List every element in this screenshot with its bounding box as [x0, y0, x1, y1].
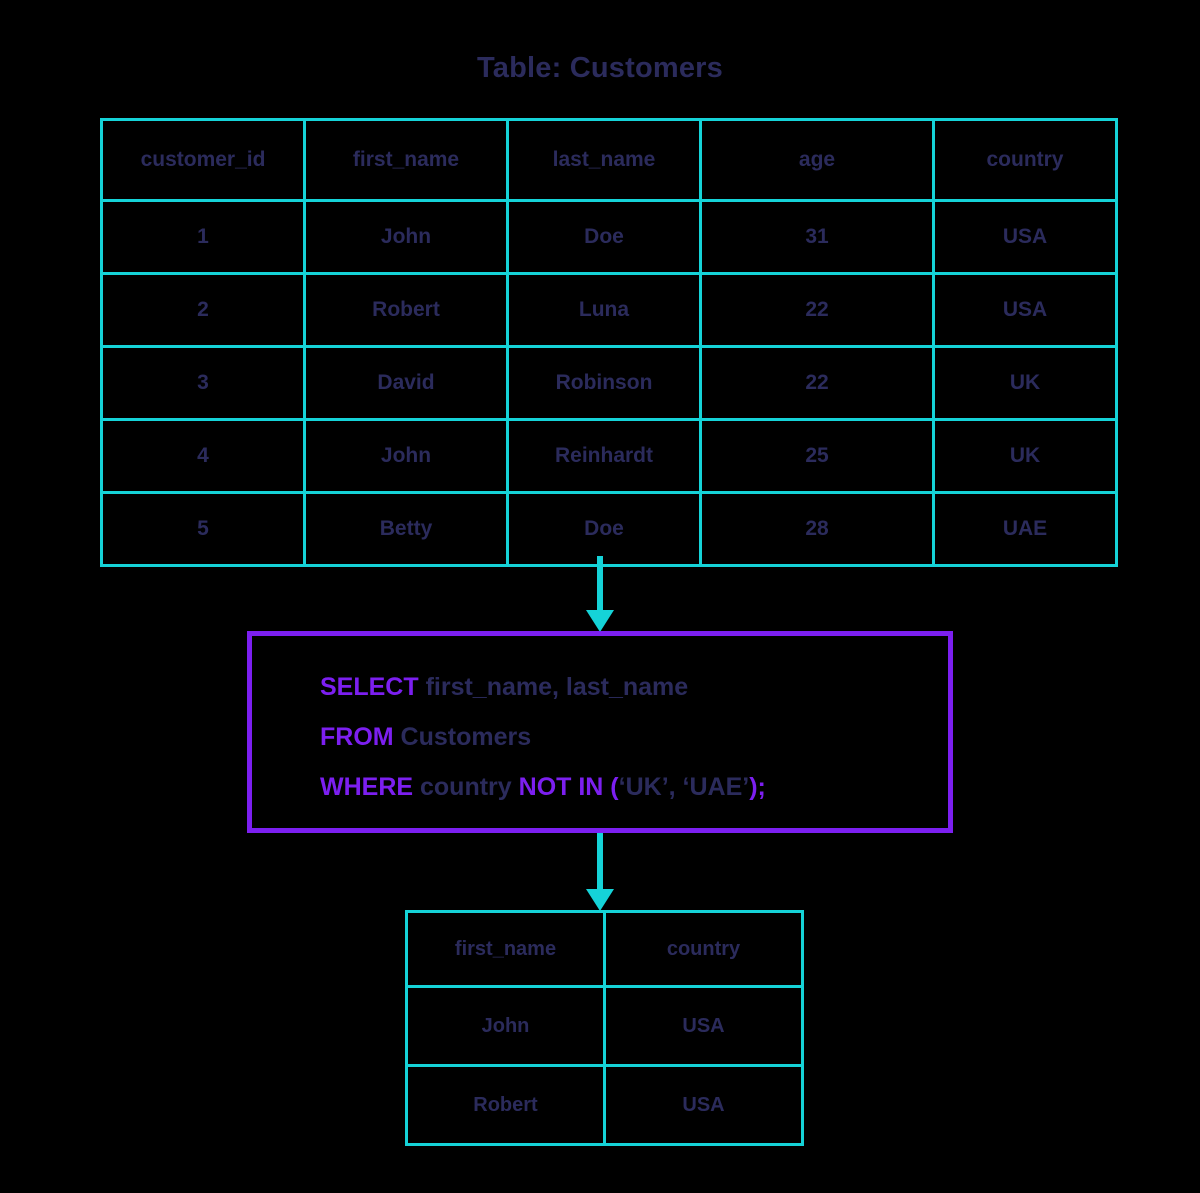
table-row: 4 John Reinhardt 25 UK: [100, 418, 1118, 494]
sql-where-column: country: [413, 773, 519, 801]
cell-first-name: David: [303, 345, 509, 421]
cell-age: 31: [699, 199, 935, 275]
arrow-shaft: [597, 833, 603, 891]
customers-table: customer_id first_name last_name age cou…: [100, 118, 1118, 567]
table-row: 1 John Doe 31 USA: [100, 199, 1118, 275]
column-header-customer-id: customer_id: [100, 118, 306, 202]
arrow-head: [586, 610, 614, 632]
cell-last-name: Reinhardt: [506, 418, 702, 494]
cell-country: USA: [932, 199, 1118, 275]
cell-last-name: Doe: [506, 199, 702, 275]
cell-age: 22: [699, 272, 935, 348]
column-header-last-name: last_name: [506, 118, 702, 202]
result-row: John USA: [405, 985, 804, 1067]
cell-customer-id: 4: [100, 418, 306, 494]
arrow-shaft: [597, 556, 603, 612]
sql-line-from: FROM Customers: [320, 712, 766, 762]
cell-customer-id: 3: [100, 345, 306, 421]
sql-operator-not-in: NOT IN (: [518, 773, 619, 801]
page-title: Table: Customers: [477, 52, 723, 84]
table-header-row: customer_id first_name last_name age cou…: [100, 118, 1118, 202]
result-column-header-first-name: first_name: [405, 910, 606, 988]
result-cell-first-name: John: [405, 985, 606, 1067]
cell-country: UAE: [932, 491, 1118, 567]
table-row: 3 David Robinson 22 UK: [100, 345, 1118, 421]
sql-line-where: WHERE country NOT IN (‘UK’, ‘UAE’);: [320, 762, 766, 812]
cell-customer-id: 1: [100, 199, 306, 275]
sql-line-select: SELECT first_name, last_name: [320, 662, 766, 712]
sql-query-box: SELECT first_name, last_name FROM Custom…: [247, 631, 953, 833]
cell-customer-id: 2: [100, 272, 306, 348]
arrow-head: [586, 889, 614, 911]
result-table: first_name country John USA Robert USA: [405, 910, 804, 1146]
column-header-first-name: first_name: [303, 118, 509, 202]
cell-age: 28: [699, 491, 935, 567]
column-header-age: age: [699, 118, 935, 202]
result-cell-country: USA: [603, 985, 804, 1067]
arrow-down-icon: [580, 833, 620, 913]
cell-first-name: Robert: [303, 272, 509, 348]
cell-age: 22: [699, 345, 935, 421]
cell-age: 25: [699, 418, 935, 494]
sql-keyword-select: SELECT: [320, 673, 419, 701]
sql-terminator: );: [749, 773, 766, 801]
cell-customer-id: 5: [100, 491, 306, 567]
cell-last-name: Luna: [506, 272, 702, 348]
sql-keyword-where: WHERE: [320, 773, 414, 801]
result-column-header-country: country: [603, 910, 804, 988]
cell-country: USA: [932, 272, 1118, 348]
column-header-country: country: [932, 118, 1118, 202]
sql-keyword-from: FROM: [320, 723, 394, 751]
sql-query-text: SELECT first_name, last_name FROM Custom…: [320, 662, 766, 812]
sql-where-values: ‘UK’, ‘UAE’: [618, 773, 750, 801]
cell-last-name: Robinson: [506, 345, 702, 421]
sql-from-table: Customers: [393, 723, 532, 751]
arrow-down-icon: [580, 556, 620, 632]
cell-first-name: John: [303, 418, 509, 494]
table-row: 2 Robert Luna 22 USA: [100, 272, 1118, 348]
cell-first-name: John: [303, 199, 509, 275]
result-header-row: first_name country: [405, 910, 804, 988]
table-row: 5 Betty Doe 28 UAE: [100, 491, 1118, 567]
cell-last-name: Doe: [506, 491, 702, 567]
cell-country: UK: [932, 345, 1118, 421]
cell-country: UK: [932, 418, 1118, 494]
sql-select-columns: first_name, last_name: [418, 673, 689, 701]
result-row: Robert USA: [405, 1064, 804, 1146]
cell-first-name: Betty: [303, 491, 509, 567]
result-cell-first-name: Robert: [405, 1064, 606, 1146]
result-cell-country: USA: [603, 1064, 804, 1146]
